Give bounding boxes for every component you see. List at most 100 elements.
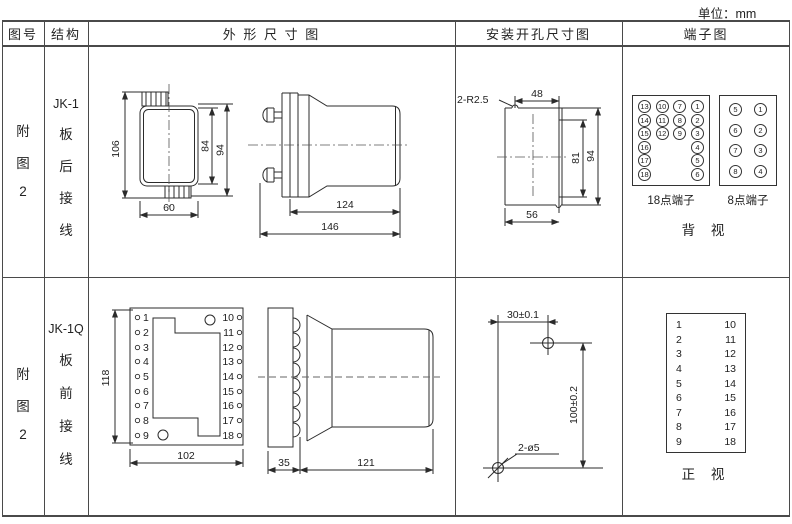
table-left-border (2, 20, 3, 517)
row-divider (2, 277, 790, 278)
header-divider (2, 45, 790, 47)
row1-structure-label: JK-1 板 后 接 线 (44, 97, 88, 239)
pin-number: 14 (222, 371, 234, 383)
terminal-number: 4 (676, 363, 682, 376)
row2-structure-char: 接 (59, 419, 73, 434)
row2-structure-char: 前 (59, 386, 73, 401)
row1-figure-char: 图 (16, 156, 30, 171)
terminal-number: 15 (724, 392, 736, 405)
terminal-18pt-label: 18点端子 (647, 195, 695, 207)
dim-label-124: 124 (336, 199, 354, 211)
row2-structure-char: 板 (59, 353, 73, 368)
row1-structure-char: 接 (59, 191, 73, 206)
terminal-circle: 2 (754, 123, 767, 137)
terminal-number: 7 (676, 406, 682, 419)
row1-structure-char: 后 (59, 159, 73, 174)
dim-label-30: 30±0.1 (507, 309, 539, 321)
row1-figure-char: 附 (16, 124, 30, 139)
terminal-circle: 4 (754, 164, 767, 178)
row1-install-drawing: 2-R2.5 48 81 94 56 (457, 88, 601, 226)
row2-install-drawing: 30±0.1 100±0.2 2-ø5 (483, 309, 603, 482)
terminal-circle: 10 (655, 100, 669, 113)
row1-structure-char: 板 (59, 127, 73, 142)
header-figure: 图号 (7, 26, 38, 42)
dim-label-94: 94 (215, 144, 227, 156)
dim-label-121: 121 (357, 457, 375, 469)
row2-structure-label: JK-1Q 板 前 接 线 (44, 322, 88, 468)
header-structure: 结构 (50, 26, 81, 42)
dim-label-35: 35 (278, 457, 290, 469)
note-label-2d5: 2-ø5 (518, 442, 540, 454)
dim-label-60: 60 (163, 202, 175, 214)
pin-number: 5 (143, 371, 149, 383)
row2-model: JK-1Q (48, 322, 84, 336)
terminal-circle: 17 (638, 154, 651, 168)
dim-label-84: 84 (200, 140, 212, 152)
pin-number: 2 (143, 327, 149, 339)
terminal-circle: 12 (655, 127, 669, 141)
row2-figure-char: 附 (16, 367, 30, 382)
terminal-circle: 11 (655, 113, 669, 127)
row1-terminal-cell: 13 10 7 1 14 11 8 2 15 12 9 3 16 4 (622, 46, 790, 277)
row1-figure-char: 2 (19, 184, 27, 199)
row1-model: JK-1 (53, 97, 79, 111)
terminal-number: 11 (725, 333, 736, 346)
row2-figure-label: 附 图 2 (2, 363, 44, 442)
pin-number: 17 (222, 415, 234, 427)
table-top-border (2, 20, 790, 22)
pin-number: 15 (222, 386, 234, 398)
dim-label-102: 102 (177, 450, 195, 462)
terminal-circle: 13 (638, 100, 651, 113)
terminal-circle: 2 (690, 113, 704, 127)
terminal-number: 17 (724, 421, 736, 434)
terminal-number: 12 (724, 348, 736, 361)
terminal-circle: 5 (729, 103, 742, 116)
table-bottom-border (2, 515, 790, 517)
terminal-18pt-box: 13 10 7 1 14 11 8 2 15 12 9 3 16 4 (632, 95, 710, 186)
terminal-circle: 15 (638, 127, 651, 141)
dim-label-106: 106 (110, 140, 122, 158)
terminal-circle: 9 (673, 127, 687, 141)
header-outline: 外 形 尺 寸 图 (222, 26, 321, 42)
terminal-number: 9 (676, 436, 682, 449)
terminal-8pt-label: 8点端子 (727, 195, 769, 207)
note-label-2r25: 2-R2.5 (457, 94, 489, 106)
pin-number: 8 (143, 415, 149, 427)
terminal-number: 2 (676, 333, 682, 346)
terminal-number: 10 (724, 319, 736, 332)
terminal-number: 3 (676, 348, 682, 361)
row2-terminal-pins (134, 314, 243, 439)
column-line-1 (44, 20, 45, 517)
dim-label-100: 100±0.2 (568, 386, 580, 424)
terminal-circle: 1 (690, 100, 704, 113)
dim-label-118: 118 (100, 369, 112, 386)
terminal-number: 1 (676, 319, 682, 332)
row1-structure-char: 线 (59, 223, 73, 238)
terminal-number: 8 (676, 421, 682, 434)
row1-outline-drawing: 106 84 94 60 124 146 (110, 84, 410, 238)
terminal-circle: 6 (690, 167, 704, 181)
terminal-circle: 4 (690, 140, 704, 154)
terminal-number: 5 (676, 377, 682, 390)
header-terminal: 端子图 (683, 26, 729, 42)
dim-label-81: 81 (570, 152, 582, 164)
dim-label-48: 48 (531, 88, 543, 100)
terminal-circle: 5 (690, 154, 704, 168)
dim-label-146: 146 (321, 221, 339, 233)
terminal-number: 14 (724, 377, 736, 390)
terminal-circle: 14 (638, 113, 651, 127)
terminal-circle: 7 (673, 100, 687, 113)
terminal-circle: 1 (754, 103, 767, 116)
terminal-circle: 6 (729, 123, 742, 137)
unit-label: 单位：mm (698, 7, 757, 21)
pin-number: 9 (143, 430, 149, 442)
row2-view-label: 正 视 (681, 467, 731, 482)
pin-number: 7 (143, 400, 149, 412)
row2-figure-char: 2 (19, 427, 27, 442)
terminal-circle: 3 (690, 127, 704, 141)
dim-label-56: 56 (526, 209, 538, 221)
terminal-number: 13 (724, 363, 736, 376)
